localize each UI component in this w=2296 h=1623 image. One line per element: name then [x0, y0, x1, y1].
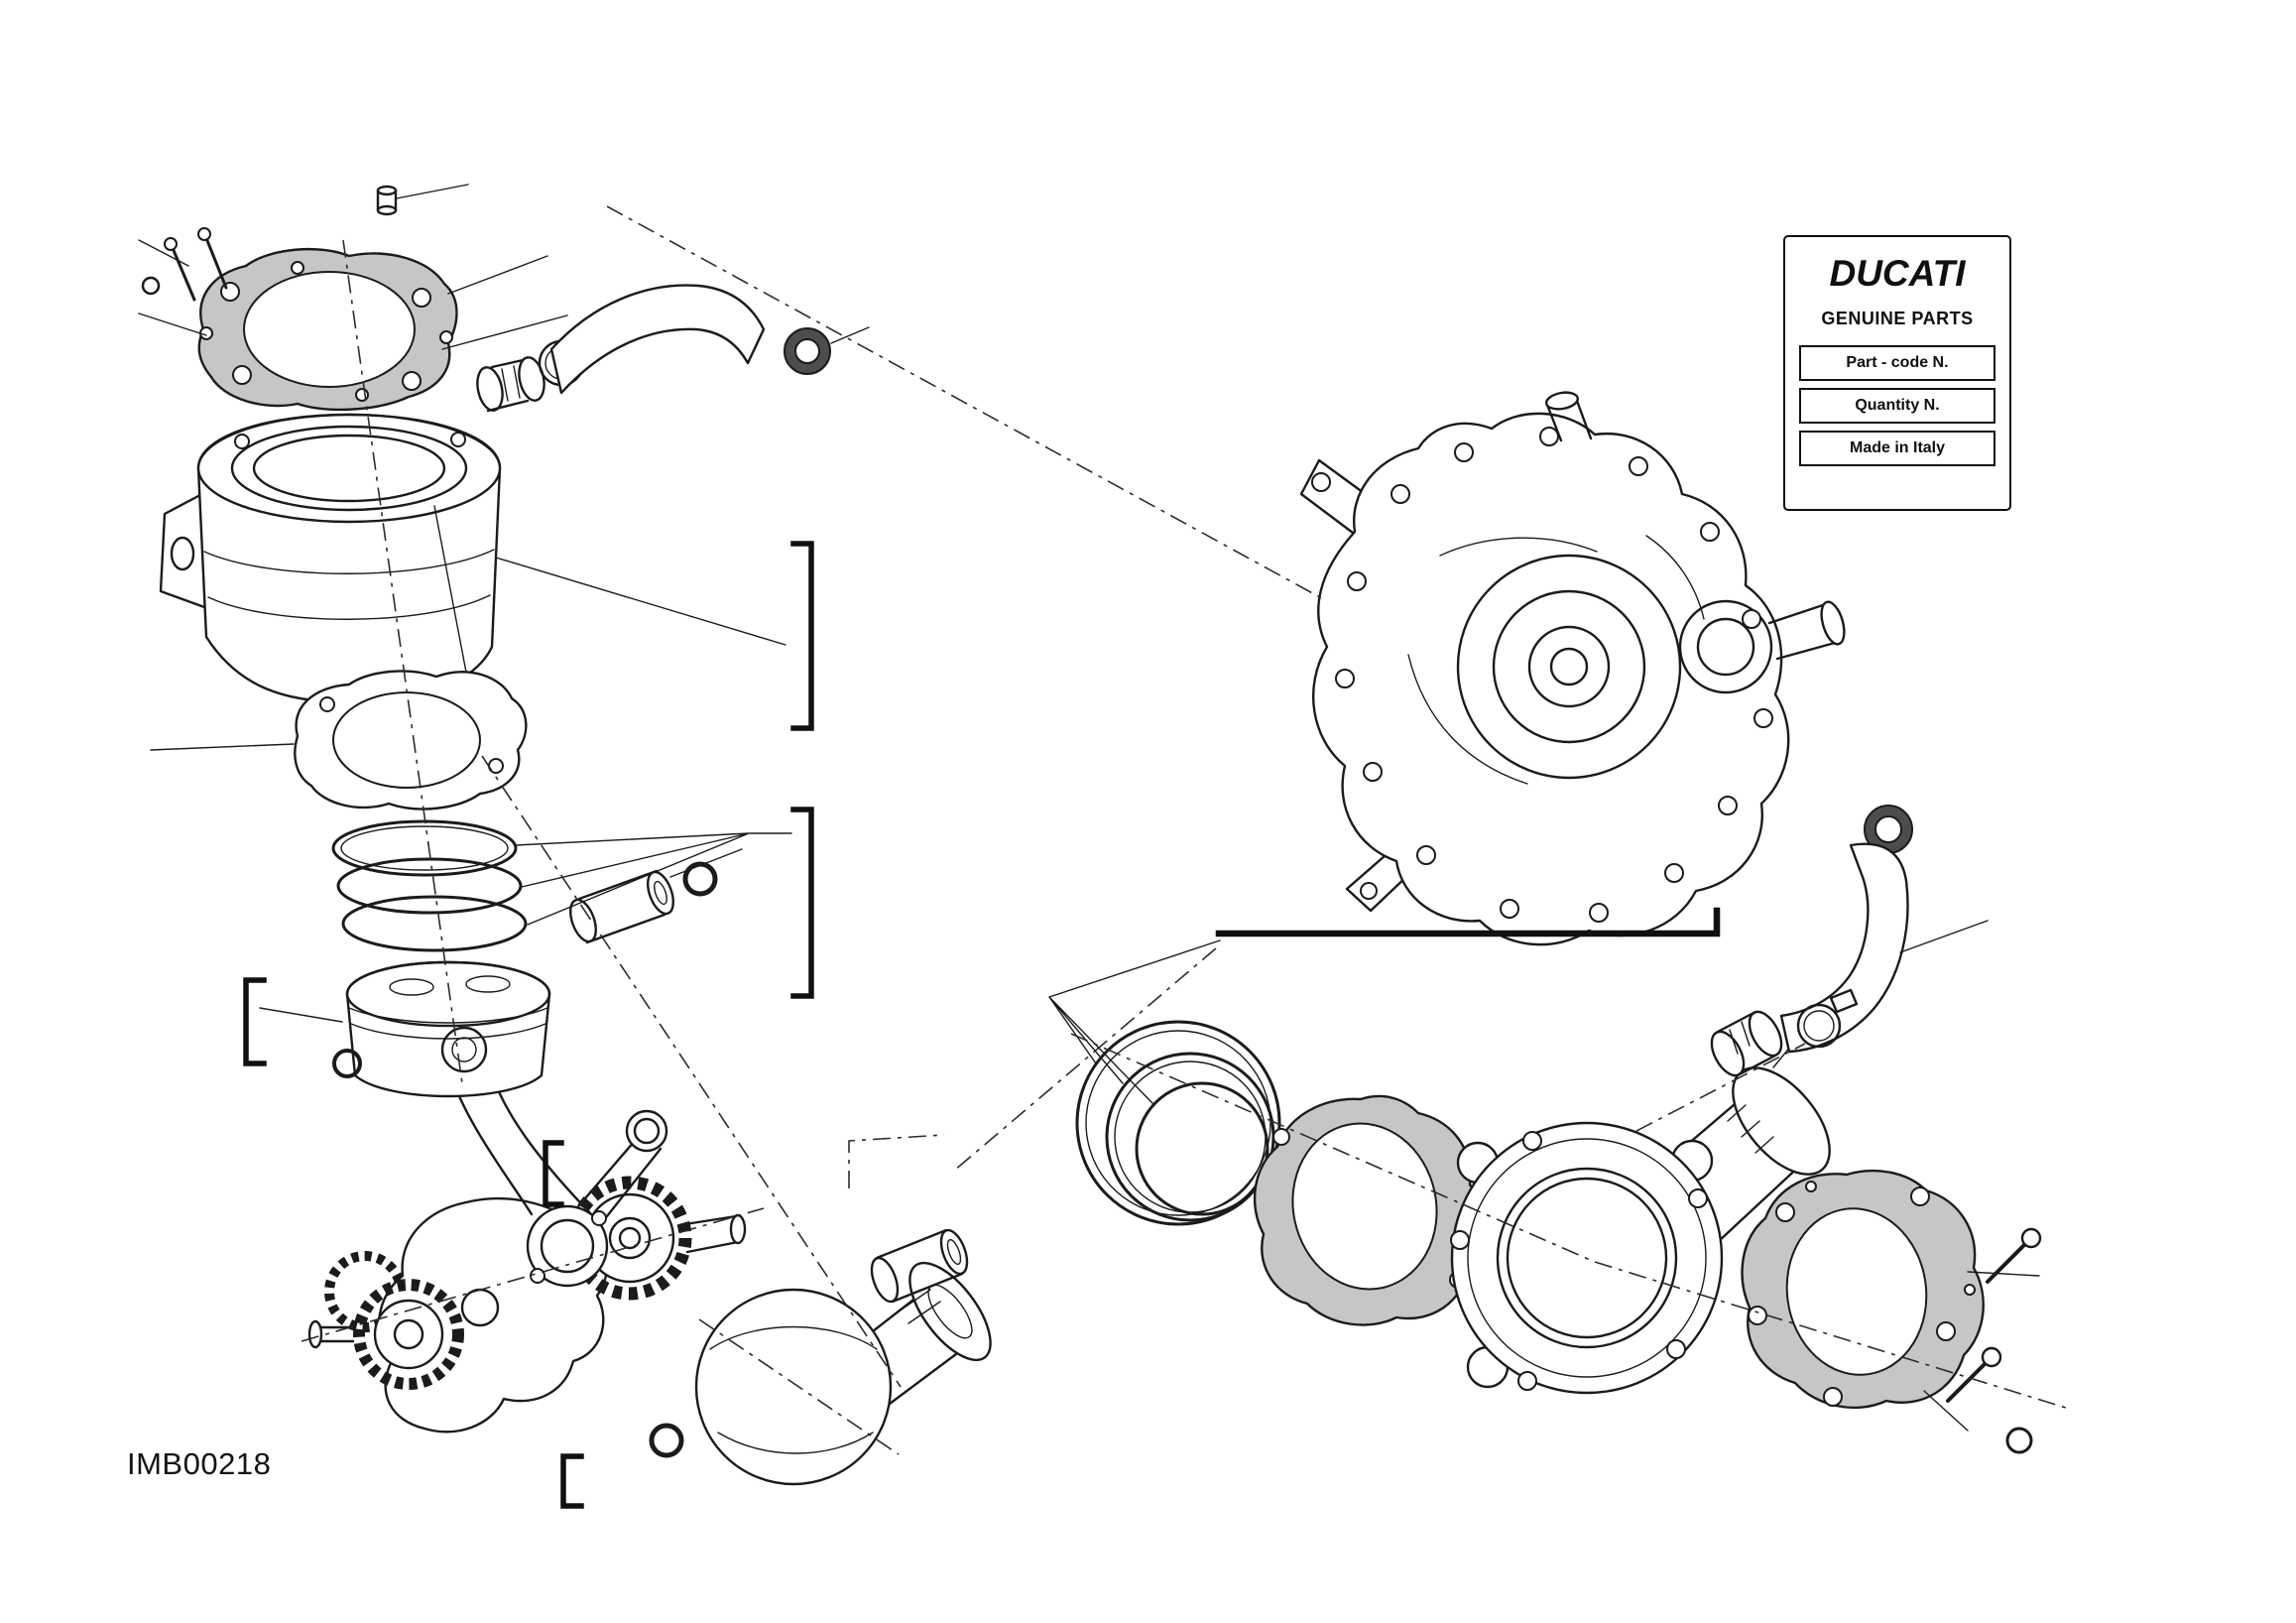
made-in-italy-cell: Made in Italy	[1799, 431, 1995, 466]
ducati-label-plate: DUCATI GENUINE PARTS Part - code N. Quan…	[1783, 235, 2011, 511]
piston-circlip	[332, 1049, 362, 1078]
rear-base-gasket	[1253, 1094, 1485, 1326]
front-head-gasket	[197, 247, 458, 412]
group-brackets	[243, 541, 1721, 1509]
cylinder-base-gasket	[294, 670, 528, 811]
rear-coolant-hose	[1710, 805, 1913, 1077]
rear-pin-seal-ring	[649, 1423, 684, 1458]
front-piston-rings	[331, 819, 528, 952]
genuine-parts-text: GENUINE PARTS	[1821, 309, 1974, 328]
hose-seal-ring	[784, 327, 831, 375]
front-piston	[345, 960, 551, 1098]
rear-head-screws	[1946, 1227, 2042, 1454]
crankshaft	[307, 1176, 747, 1434]
piston-pin	[569, 869, 674, 944]
rear-head-gasket	[1741, 1169, 1985, 1410]
front-coolant-hose	[476, 284, 766, 413]
head-gasket-screws	[141, 227, 228, 302]
ducati-logo: DUCATI	[1829, 253, 1966, 294]
rear-piston-pin	[870, 1228, 969, 1304]
front-cylinder	[159, 413, 502, 704]
part-code-cell: Part - code N.	[1799, 345, 1995, 381]
plate-cells: Part - code N. Quantity N. Made in Italy	[1799, 345, 1995, 466]
dowel-pin	[376, 185, 398, 216]
quantity-cell: Quantity N.	[1799, 388, 1995, 424]
rear-piston-rings	[1075, 1020, 1281, 1226]
engine-case	[1299, 391, 1846, 946]
drawing-code: IMB00218	[127, 1446, 272, 1481]
leader-lines	[138, 184, 2040, 1432]
construction-lines	[301, 205, 2070, 1455]
rear-piston	[694, 1261, 992, 1486]
pin-seal-ring	[682, 861, 718, 897]
